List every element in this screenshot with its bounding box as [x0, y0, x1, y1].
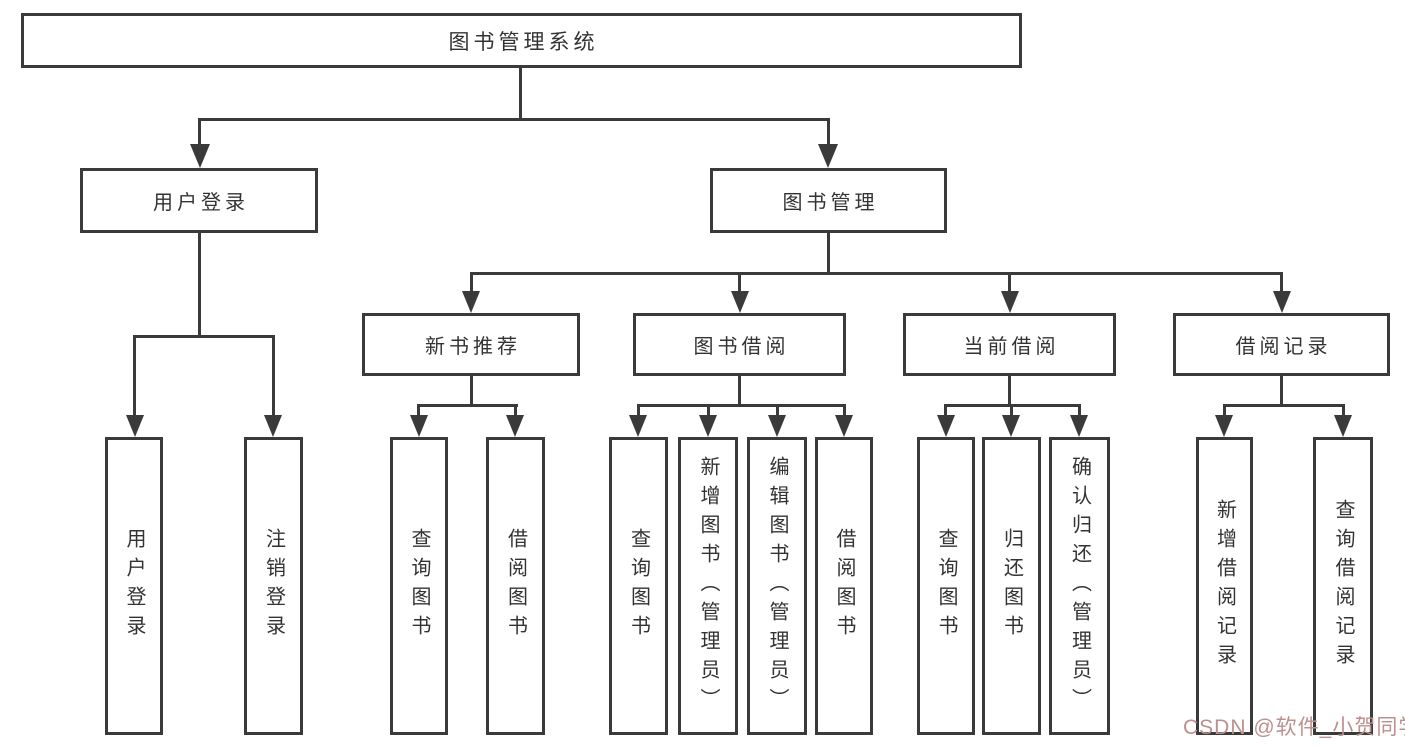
leaf-user-login: 用户登录: [105, 437, 163, 735]
connector-line: [944, 404, 947, 416]
connector-line: [707, 404, 710, 416]
node-book-management: 图书管理: [710, 168, 947, 233]
connector-line: [519, 68, 522, 121]
connector-line: [1008, 272, 1011, 291]
node-root: 图书管理系统: [21, 13, 1022, 68]
leaf-borrow-books-recommend: 借阅图书: [486, 437, 545, 735]
leaf-add-borrow-record-label: 新增借阅记录: [1213, 499, 1236, 673]
leaf-add-books-admin: 新增图书（管理员）: [678, 437, 738, 735]
leaf-return-books-label: 归还图书: [1000, 528, 1023, 644]
connector-line: [198, 233, 201, 337]
connector-line: [1078, 404, 1081, 416]
node-borrow-records: 借阅记录: [1173, 313, 1390, 376]
connector-line: [417, 404, 420, 416]
node-new-book-recommend: 新书推荐: [362, 313, 580, 376]
arrow-down-icon: [410, 415, 428, 437]
connector-line: [198, 118, 830, 121]
leaf-query-borrow-record-label: 查询借阅记录: [1332, 499, 1354, 673]
leaf-return-books: 归还图书: [982, 437, 1041, 735]
connector-line: [827, 118, 830, 148]
arrow-down-icon: [1002, 415, 1020, 437]
arrow-down-icon: [937, 415, 955, 437]
csdn-watermark: CSDN @软件_小贺同学: [1183, 716, 1405, 739]
connector-line: [1280, 376, 1283, 406]
connector-line: [198, 118, 201, 148]
arrow-down-icon: [126, 415, 144, 437]
leaf-query-books-borrow-label: 查询图书: [627, 528, 650, 644]
arrow-down-icon: [462, 291, 480, 313]
leaf-edit-books-admin: 编辑图书（管理员）: [747, 437, 807, 735]
connector-line: [514, 404, 517, 416]
node-book-borrow: 图书借阅: [633, 313, 846, 376]
node-borrow-records-label: 借阅记录: [1235, 336, 1332, 358]
leaf-query-books-recommend: 查询图书: [390, 437, 448, 735]
connector-line: [1342, 404, 1345, 416]
node-root-label: 图书管理系统: [448, 30, 599, 54]
leaf-logout-login: 注销登录: [244, 437, 303, 735]
connector-line: [133, 335, 275, 338]
connector-line: [738, 272, 741, 291]
connector-line: [637, 404, 846, 407]
connector-line: [637, 404, 640, 416]
arrow-down-icon: [699, 415, 717, 437]
arrow-down-icon: [1334, 415, 1352, 437]
leaf-edit-books-admin-label: 编辑图书（管理员）: [766, 455, 788, 717]
leaf-query-books-current: 查询图书: [917, 437, 975, 735]
leaf-add-borrow-record: 新增借阅记录: [1196, 437, 1253, 735]
leaf-query-books-current-label: 查询图书: [935, 528, 957, 644]
connector-line: [470, 272, 473, 291]
connector-line: [470, 376, 473, 406]
arrow-down-icon: [768, 415, 786, 437]
arrow-down-icon: [264, 415, 282, 437]
connector-line: [1010, 404, 1013, 416]
leaf-confirm-return-admin: 确认归还（管理员）: [1049, 437, 1110, 735]
leaf-add-books-admin-label: 新增图书（管理员）: [697, 455, 719, 717]
connector-line: [133, 335, 136, 415]
arrow-down-icon: [731, 291, 749, 313]
arrow-down-icon: [506, 415, 524, 437]
leaf-borrow-books-recommend-label: 借阅图书: [504, 528, 527, 644]
connector-line: [1223, 404, 1226, 416]
connector-line: [843, 404, 846, 416]
node-current-borrow: 当前借阅: [903, 313, 1116, 376]
leaf-query-borrow-record: 查询借阅记录: [1313, 437, 1373, 735]
leaf-borrow-books-borrow-label: 借阅图书: [833, 528, 855, 644]
connector-line: [827, 233, 830, 275]
leaf-query-books-recommend-label: 查询图书: [408, 528, 430, 644]
arrow-down-icon: [1001, 291, 1019, 313]
connector-line: [1280, 272, 1283, 291]
node-new-book-recommend-label: 新书推荐: [425, 336, 521, 358]
leaf-query-books-borrow: 查询图书: [609, 437, 668, 735]
connector-line: [1008, 376, 1011, 406]
node-book-management-label: 图书管理: [782, 192, 879, 214]
leaf-borrow-books-borrow: 借阅图书: [815, 437, 873, 735]
connector-line: [738, 376, 741, 406]
arrow-down-icon: [190, 144, 210, 168]
connector-line: [776, 404, 779, 416]
arrow-down-icon: [1070, 415, 1088, 437]
arrow-down-icon: [835, 415, 853, 437]
node-current-borrow-label: 当前借阅: [963, 336, 1060, 358]
node-book-borrow-label: 图书借阅: [693, 336, 790, 358]
leaf-user-login-label: 用户登录: [123, 528, 145, 644]
leaf-logout-login-label: 注销登录: [262, 528, 285, 644]
node-user-login: 用户登录: [80, 168, 318, 233]
connector-line: [1223, 404, 1345, 407]
connector-line: [470, 272, 1283, 275]
node-user-login-label: 用户登录: [153, 192, 249, 214]
arrow-down-icon: [818, 144, 838, 168]
connector-line: [417, 404, 518, 407]
connector-line: [272, 335, 275, 415]
arrow-down-icon: [1273, 291, 1291, 313]
arrow-down-icon: [1215, 415, 1233, 437]
arrow-down-icon: [629, 415, 647, 437]
leaf-confirm-return-admin-label: 确认归还（管理员）: [1068, 455, 1091, 717]
